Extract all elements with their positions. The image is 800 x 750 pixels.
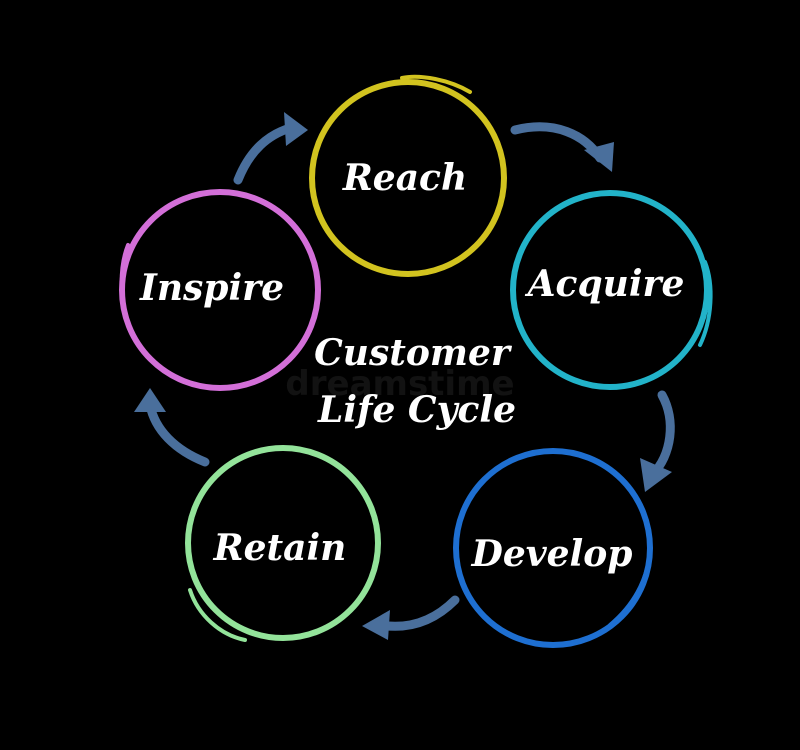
stage-labels: Reach Acquire Develop Retain Inspire [139, 157, 684, 575]
circle-retain-tail [188, 588, 247, 642]
circle-reach [309, 79, 507, 277]
arrow-develop-to-retain-head [362, 610, 390, 640]
arrow-reach-to-acquire [510, 122, 605, 163]
stage-label-acquire: Acquire [525, 263, 685, 305]
stage-label-reach: Reach [342, 157, 467, 199]
arrow-inspire-to-reach [233, 123, 295, 185]
circle-reach-tail [400, 74, 472, 94]
stage-label-retain: Retain [213, 527, 347, 569]
stage-label-develop: Develop [471, 533, 633, 575]
center-title: Customer Life Cycle [314, 332, 516, 431]
center-title-line2: Life Cycle [317, 389, 516, 431]
cycle-arrows [134, 112, 675, 640]
circle-retain [185, 445, 381, 641]
arrow-develop-to-retain [375, 595, 460, 631]
arrow-retain-to-inspire-head [134, 388, 166, 412]
arrow-acquire-to-develop [647, 390, 675, 480]
arrow-retain-to-inspire [145, 400, 210, 467]
stage-label-inspire: Inspire [139, 267, 284, 309]
center-title-line1: Customer [314, 332, 513, 374]
circle-acquire-tail [698, 260, 713, 347]
arrow-inspire-to-reach-head [284, 112, 308, 146]
circle-inspire-tail [119, 243, 134, 337]
circle-develop [453, 448, 653, 648]
circle-develop-tail [608, 563, 650, 627]
circle-acquire [510, 190, 710, 390]
watermark-text: dreamstime [285, 364, 514, 404]
stage-circles [119, 74, 713, 648]
arrow-reach-to-acquire-head [584, 142, 614, 172]
arrow-acquire-to-develop-head [640, 458, 672, 492]
